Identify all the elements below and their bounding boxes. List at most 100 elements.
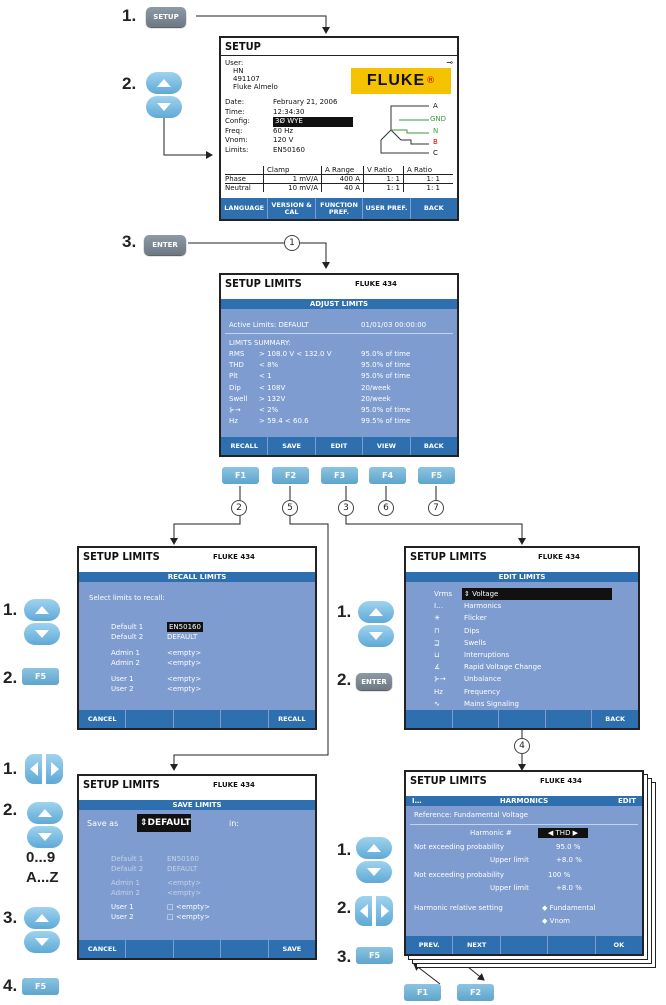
save-f5-key[interactable]: F5	[22, 978, 59, 995]
fkey-language[interactable]: LANGUAGE	[221, 198, 269, 219]
fkey-user-pref[interactable]: USER PREF.	[363, 198, 411, 219]
list-item[interactable]: User 1<empty>	[111, 675, 202, 683]
list-item[interactable]: User 2<empty>	[111, 685, 202, 693]
date-label: Date:	[225, 98, 245, 106]
user-line-3: Fluke Almelo	[233, 83, 278, 91]
fkey-empty	[221, 710, 269, 728]
edit-step-1-label: 1.	[337, 602, 352, 621]
table-header: A Ratio	[403, 166, 443, 174]
fkey-back[interactable]: BACK	[423, 441, 444, 450]
right-arrow-button[interactable]	[46, 754, 63, 784]
adjust-screen-title: SETUP LIMITS	[225, 277, 302, 290]
fkey-cancel[interactable]: CANCEL	[79, 710, 127, 728]
fkey-empty	[126, 940, 174, 958]
harm-down-arrow-button[interactable]	[356, 861, 392, 883]
edit-down-arrow-button[interactable]	[358, 625, 394, 647]
list-item[interactable]: ∡Rapid Voltage Change	[434, 663, 542, 672]
left-arrow-button[interactable]	[25, 754, 42, 784]
fkey-ok[interactable]: OK	[613, 940, 625, 949]
fkey-edit[interactable]: EDIT	[316, 437, 364, 455]
table-header: A Range	[321, 166, 363, 174]
save-up-arrow-button[interactable]	[27, 802, 63, 824]
list-item[interactable]: ⊓Dips	[434, 626, 480, 635]
table-row: Neutral 10 mV/A 40 A 1: 1 1: 1	[225, 184, 453, 192]
config-value[interactable]: 3Ø WYE	[273, 117, 353, 127]
list-item[interactable]: ⊔Interruptions	[434, 651, 510, 660]
setup-key[interactable]: SETUP	[146, 7, 186, 27]
recall-limits-screen: SETUP LIMITS FLUKE 434 RECALL LIMITS Sel…	[77, 546, 317, 730]
down-arrow-icon	[35, 630, 49, 638]
f3-key[interactable]: F3	[321, 467, 358, 484]
list-item[interactable]: Admin 2<empty>	[111, 659, 202, 667]
harm-up-arrow-button[interactable]	[356, 837, 392, 859]
recall-up-arrow-button[interactable]	[24, 599, 60, 621]
fkey-recall[interactable]: RECALL	[278, 714, 306, 723]
harm-left-arrow-button[interactable]	[355, 896, 372, 926]
option-vnom[interactable]: ◆ Vnom	[542, 917, 570, 925]
list-item[interactable]: Admin 1<empty>	[111, 649, 202, 657]
down-arrow-button[interactable]	[146, 96, 182, 118]
save-up2-arrow-button[interactable]	[24, 907, 60, 929]
harm-right-arrow-button[interactable]	[376, 896, 393, 926]
up-arrow-icon	[367, 844, 381, 852]
down-arrow-icon	[369, 632, 383, 640]
save-down2-arrow-button[interactable]	[24, 931, 60, 953]
fkey-function-pref[interactable]: FUNCTION PREF.	[316, 198, 364, 219]
edit-enter-key[interactable]: ENTER	[356, 673, 392, 690]
f4-key[interactable]: F4	[369, 467, 406, 484]
list-item[interactable]: User 2□ <empty>	[111, 913, 211, 921]
edit-up-arrow-button[interactable]	[358, 601, 394, 623]
fluke-logo: FLUKE ®	[351, 68, 451, 94]
fkey-prev[interactable]: PREV.	[406, 936, 454, 954]
fkey-back[interactable]: BACK	[423, 204, 444, 212]
list-item[interactable]: User 1□ <empty>	[111, 903, 211, 911]
fkey-cancel[interactable]: CANCEL	[79, 940, 127, 958]
list-item[interactable]: ☀Flicker	[434, 614, 487, 623]
upper1-value[interactable]: +8.0 %	[556, 856, 582, 864]
list-item[interactable]: Vrms⇕ Voltage	[434, 588, 612, 601]
fkey-save[interactable]: SAVE	[282, 944, 302, 953]
save-screen-model: FLUKE 434	[213, 781, 255, 789]
list-item[interactable]: I…Harmonics	[434, 602, 502, 611]
fkey-save[interactable]: SAVE	[268, 437, 316, 455]
recall-down-arrow-button[interactable]	[24, 623, 60, 645]
fkey-next[interactable]: NEXT	[453, 936, 501, 954]
recall-screen-model: FLUKE 434	[213, 553, 255, 561]
save-down-arrow-button[interactable]	[27, 826, 63, 848]
table-cell: Neutral	[225, 184, 251, 192]
list-item[interactable]: ⊱→Unbalance	[434, 675, 502, 684]
f1-key[interactable]: F1	[222, 467, 259, 484]
phase-a-label: A	[433, 102, 438, 110]
f5-key[interactable]: F5	[418, 467, 455, 484]
recall-f5-key[interactable]: F5	[22, 668, 59, 685]
option-fundamental[interactable]: ◆ Fundamental	[542, 904, 596, 912]
f2-key[interactable]: F2	[272, 467, 309, 484]
harm-number-selector[interactable]: ◀ THD ▶	[538, 828, 588, 838]
down-arrow-icon	[38, 833, 52, 841]
letters-label: A...Z	[26, 869, 59, 886]
harm-f5-key[interactable]: F5	[356, 947, 393, 964]
edit-limits-bar: EDIT LIMITS	[406, 572, 638, 582]
list-item[interactable]: ∿Mains Signaling	[434, 699, 519, 708]
enter-key[interactable]: ENTER	[144, 235, 186, 255]
fkey-version-cal[interactable]: VERSION & CAL	[268, 198, 316, 219]
fkey-view[interactable]: VIEW	[363, 437, 411, 455]
fkey-back[interactable]: BACK	[605, 714, 626, 723]
harm-f2-key[interactable]: F2	[457, 984, 494, 1001]
fkey-empty	[501, 936, 549, 954]
list-item[interactable]: ⊒Swells	[434, 638, 487, 647]
up-arrow-button[interactable]	[146, 72, 182, 94]
save-as-label: Save as	[87, 819, 119, 828]
fkey-recall[interactable]: RECALL	[221, 437, 269, 455]
upper2-value[interactable]: +8.0 %	[556, 884, 582, 892]
harm-f1-key[interactable]: F1	[404, 984, 441, 1001]
fkey-empty	[453, 710, 500, 728]
save-name-input[interactable]: ⇕DEFAULT	[137, 814, 191, 832]
down-arrow-icon	[35, 938, 49, 946]
harm-bar-icon: I…	[412, 797, 422, 805]
prob2-value[interactable]: 100 %	[548, 871, 571, 879]
prob1-value[interactable]: 95.0 %	[556, 843, 581, 851]
